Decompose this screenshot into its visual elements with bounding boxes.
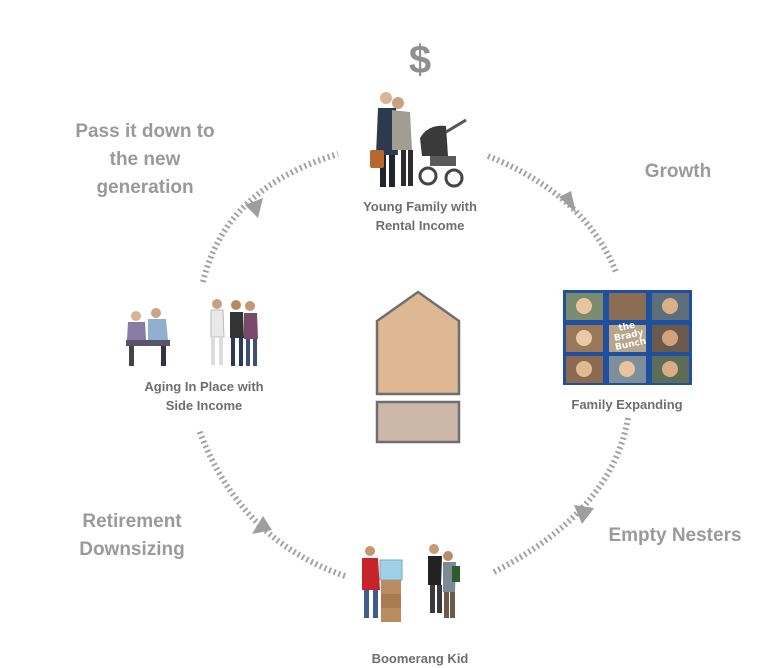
house-icon xyxy=(375,290,461,444)
arrowhead-pass-down xyxy=(245,198,263,218)
arrowhead-empty-nesters xyxy=(574,505,594,524)
young-family-photo xyxy=(370,92,467,188)
boomerang-kid-photo xyxy=(362,544,460,622)
phase-empty-nesters: Empty Nesters xyxy=(608,525,742,546)
node-young-family: Young Family with Rental Income xyxy=(363,199,477,233)
phase-retirement: Retirement Downsizing xyxy=(79,511,185,560)
arrowhead-growth xyxy=(559,191,576,213)
phase-growth: Growth xyxy=(644,161,712,182)
brady-bunch-photo xyxy=(563,290,692,385)
node-boomerang-kid: Boomerang Kid xyxy=(371,651,469,666)
aging-in-place-photo xyxy=(126,299,258,366)
dollar-symbol: $ xyxy=(408,38,432,82)
arrow-retirement xyxy=(196,428,346,579)
phase-pass-down: Pass it down to the new generation xyxy=(75,121,215,198)
node-aging-in-place: Aging In Place with Side Income xyxy=(144,379,264,413)
arrow-empty-nesters xyxy=(490,417,631,576)
arrowhead-retirement xyxy=(252,516,272,534)
node-family-expanding: Family Expanding xyxy=(571,397,683,412)
